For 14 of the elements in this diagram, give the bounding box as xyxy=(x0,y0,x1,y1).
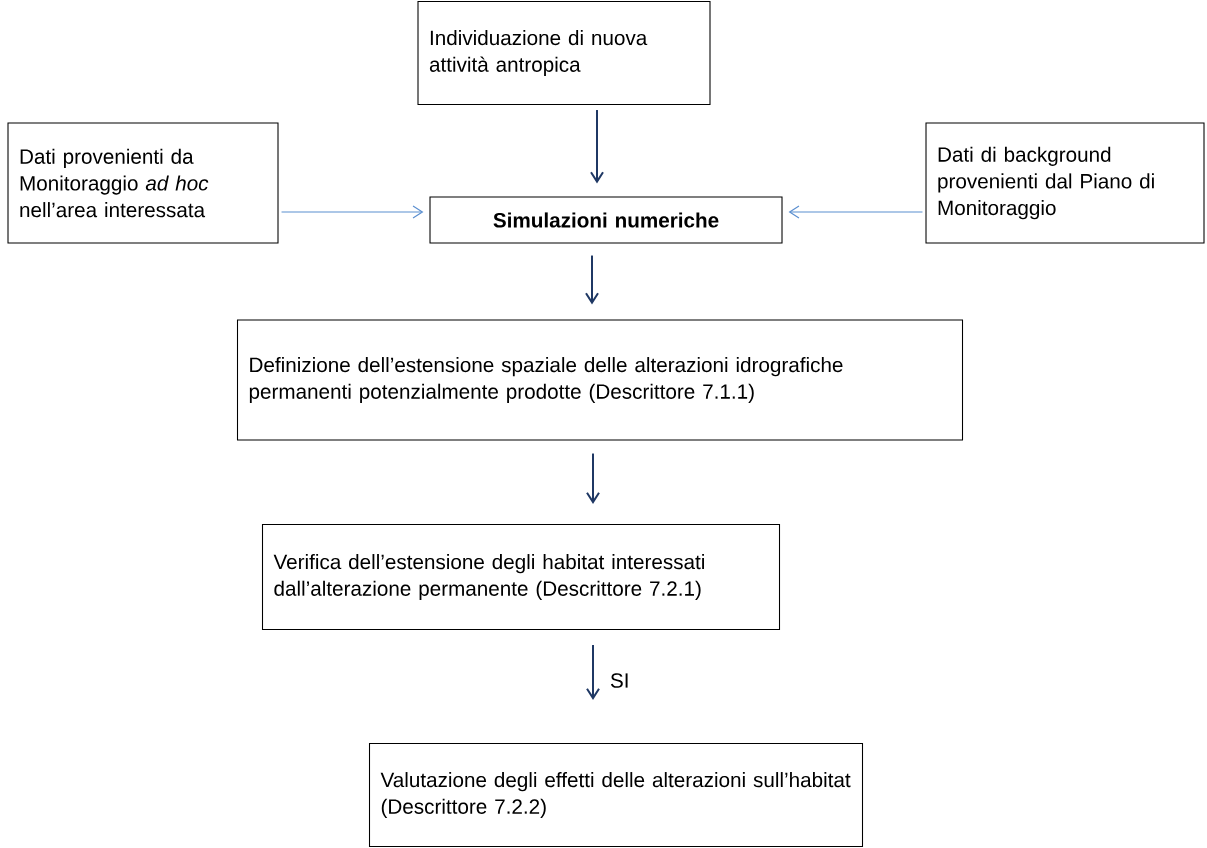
arrow xyxy=(280,205,424,219)
arrow xyxy=(585,254,599,305)
arrow xyxy=(586,644,600,700)
process-box: Simulazioni numeriche xyxy=(429,196,783,244)
arrow xyxy=(788,205,924,219)
arrow xyxy=(586,452,600,504)
process-box: Individuazione di nuova attività antropica xyxy=(417,0,711,106)
arrow xyxy=(590,109,604,184)
input-box: Dati di background provenienti dal Piano di Monitoraggio xyxy=(925,122,1205,244)
process-box: Verifica dell’estensione degli habitat interessati dall’alterazione permanente (Descrittore 7.2.1) xyxy=(261,523,781,631)
edge-label: SI xyxy=(607,670,633,691)
process-box: Valutazione degli effetti delle alterazioni sull’habitat (Descrittore 7.2.2) xyxy=(368,742,864,848)
process-box: Definizione dell’estensione spaziale delle alterazioni idrografiche permanenti potenzialmente prodotte (Descrittore 7.1.1) xyxy=(236,319,964,441)
input-box: Dati provenienti da Monitoraggio ad hoc nell’area interessata xyxy=(7,122,279,244)
